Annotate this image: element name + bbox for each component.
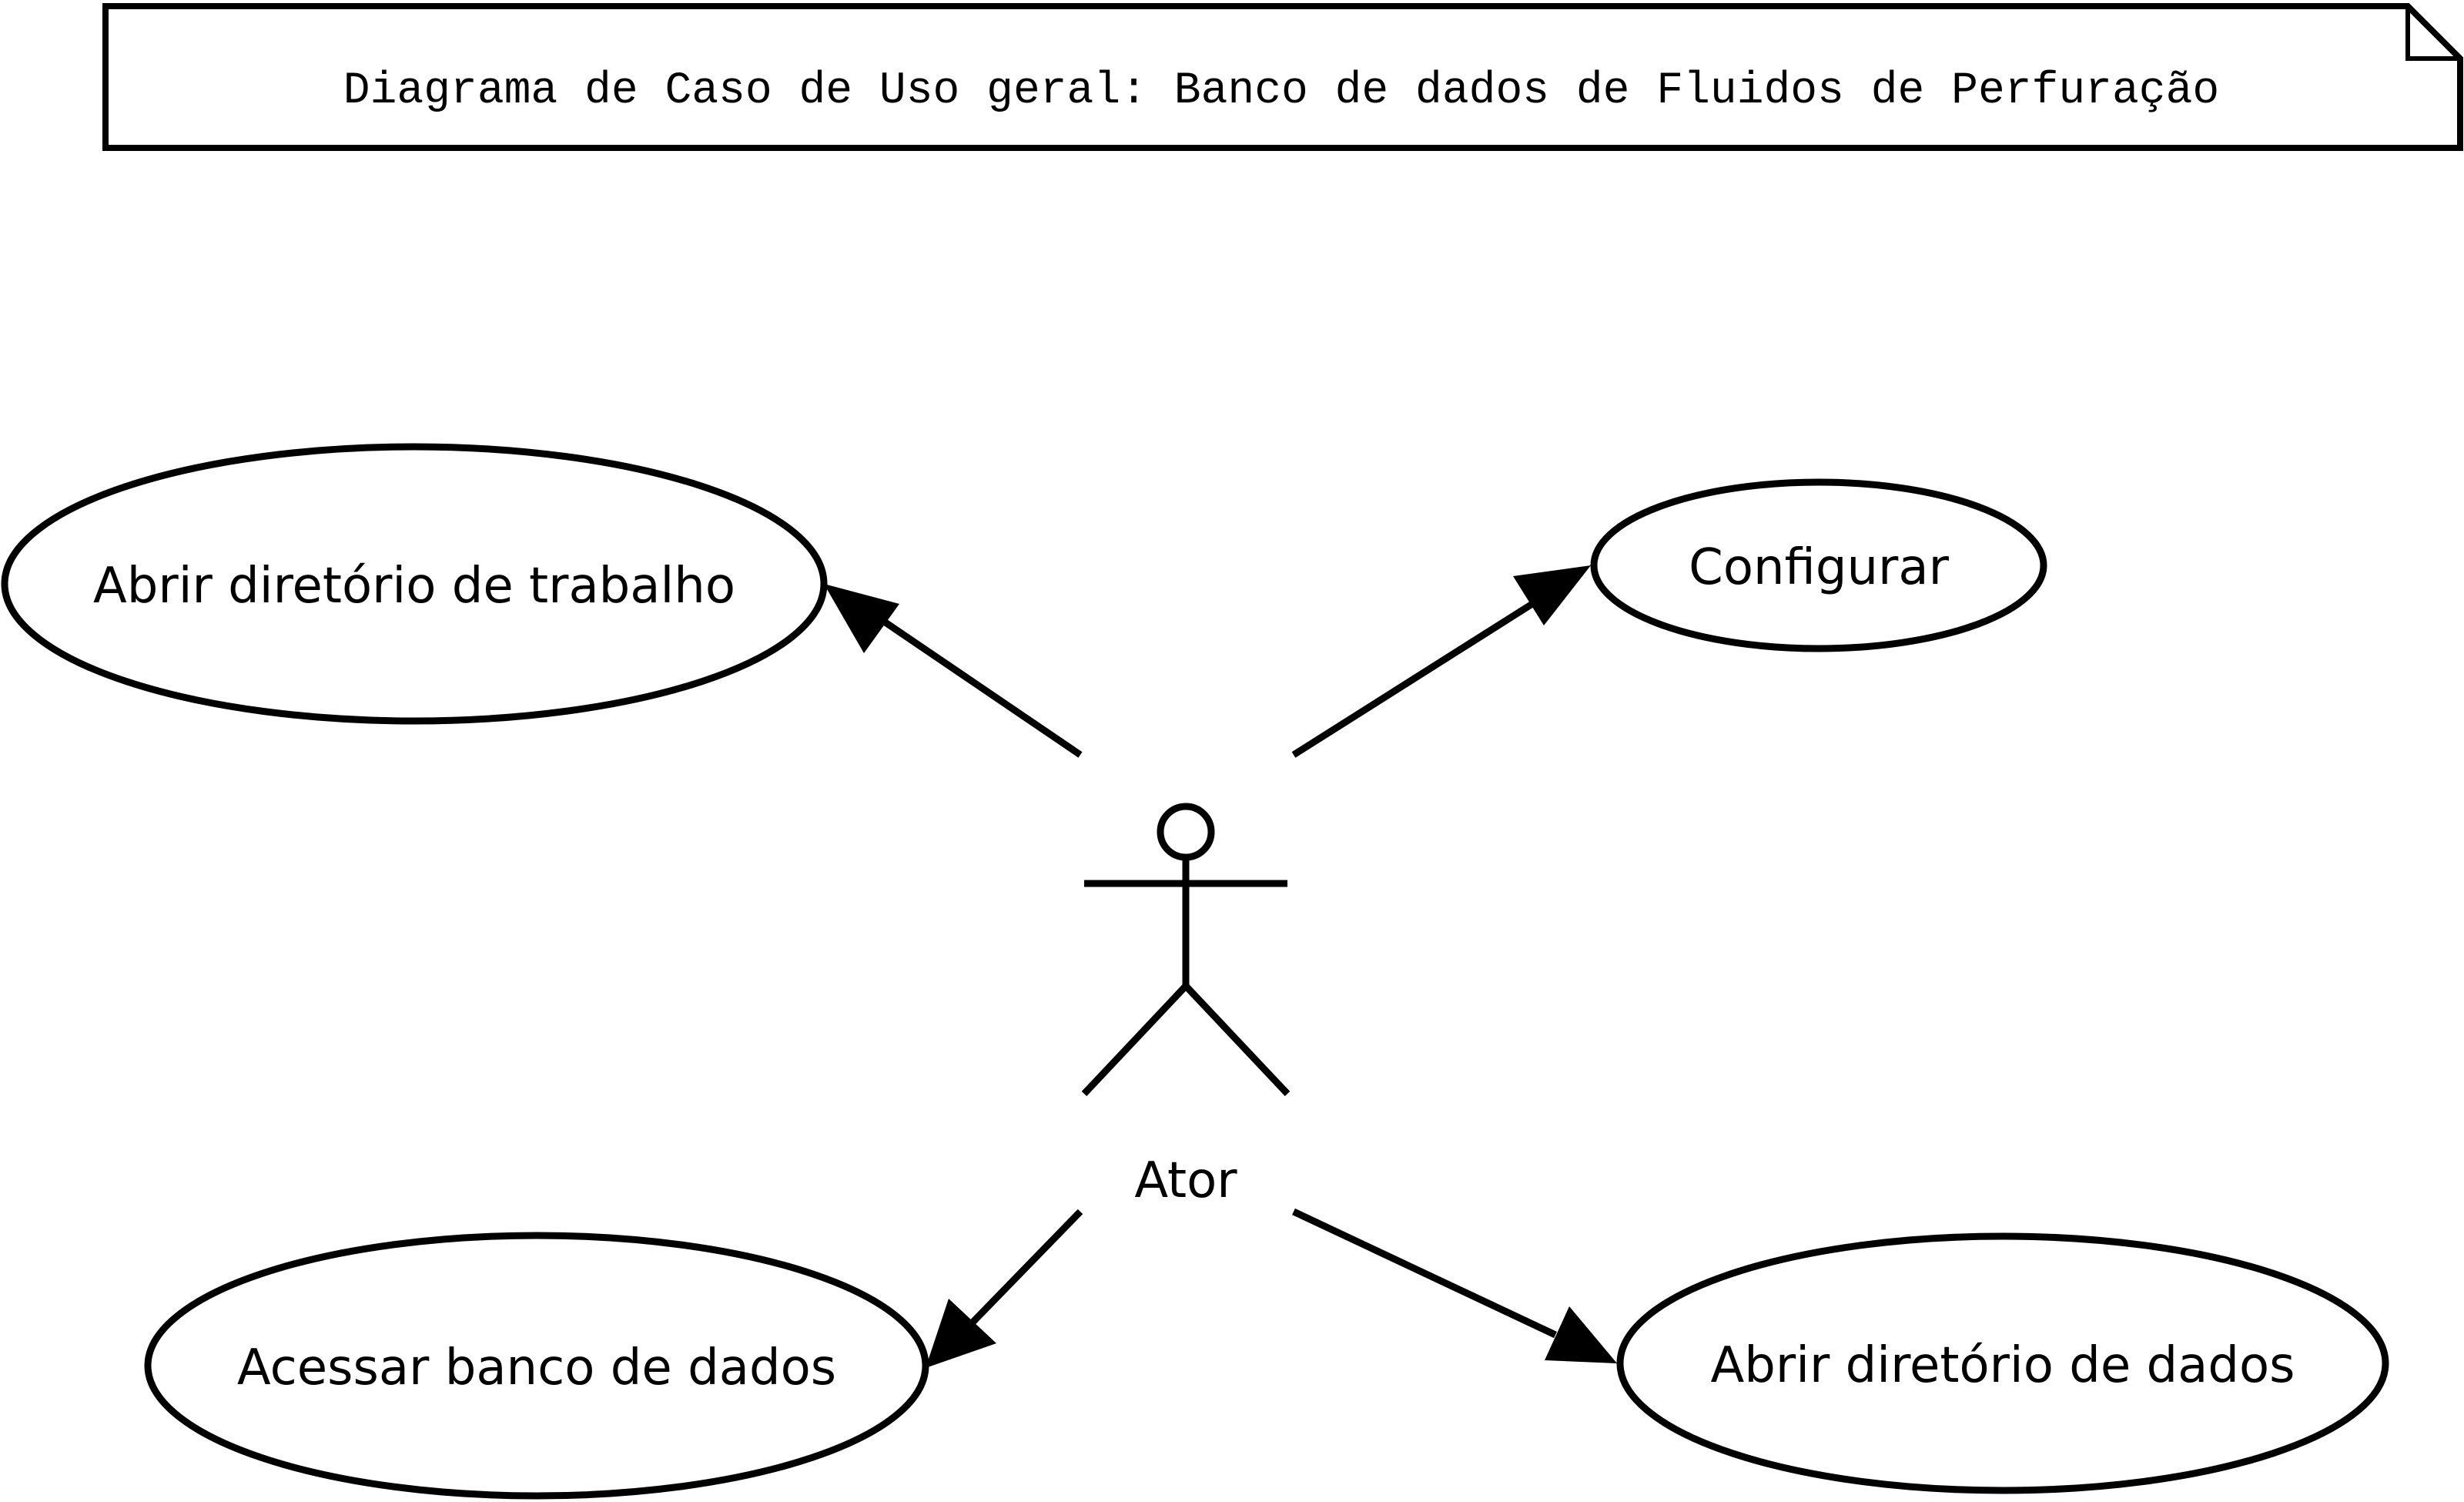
association-line — [1291, 601, 1535, 758]
use-case-label: Configurar — [1689, 539, 1949, 596]
diagram-title-note: Diagrama de Caso de Uso geral: Banco de … — [102, 3, 2463, 151]
actor-left-leg — [1081, 983, 1189, 1097]
association-arrowhead — [824, 584, 899, 653]
use-case-label: Abrir diretório de trabalho — [93, 558, 735, 615]
actor-head — [1157, 803, 1215, 861]
use-case-acessar-banco-dados[interactable]: Acessar banco de dados — [144, 1232, 929, 1500]
use-case-ellipse — [1616, 1232, 2389, 1494]
use-case-abrir-diretorio-trabalho[interactable]: Abrir diretório de trabalho — [1, 443, 828, 725]
use-case-abrir-diretorio-dados[interactable]: Abrir diretório de dados — [1616, 1232, 2389, 1494]
association-to-configurar — [1291, 565, 1591, 758]
note-frame — [102, 3, 2463, 151]
use-case-ellipse — [144, 1232, 929, 1500]
use-case-label: Abrir diretório de dados — [1711, 1337, 2295, 1394]
diagram-title: Diagrama de Caso de Uso geral: Banco de … — [343, 66, 2219, 116]
association-line — [874, 613, 1083, 758]
associations — [824, 565, 1617, 1368]
association-arrowhead — [1545, 1306, 1617, 1363]
use-case-label: Acessar banco de dados — [237, 1339, 836, 1396]
actor-label: Ator — [1134, 1152, 1237, 1209]
association-arrowhead — [1513, 565, 1591, 625]
association-arrowhead — [926, 1299, 996, 1368]
association-to-acessar-banco-dados — [926, 1209, 1083, 1368]
association-line — [966, 1209, 1083, 1329]
note-fold — [2405, 6, 2460, 61]
actor-right-leg — [1183, 983, 1291, 1097]
association-to-abrir-diretorio-dados — [1292, 1208, 1617, 1363]
use-case-configurar[interactable]: Configurar — [1590, 478, 2047, 652]
use-case-ellipse — [1590, 478, 2047, 652]
association-to-abrir-diretorio-trabalho — [824, 584, 1083, 758]
association-line — [1292, 1208, 1557, 1339]
actor[interactable]: Ator — [1081, 803, 1291, 1209]
